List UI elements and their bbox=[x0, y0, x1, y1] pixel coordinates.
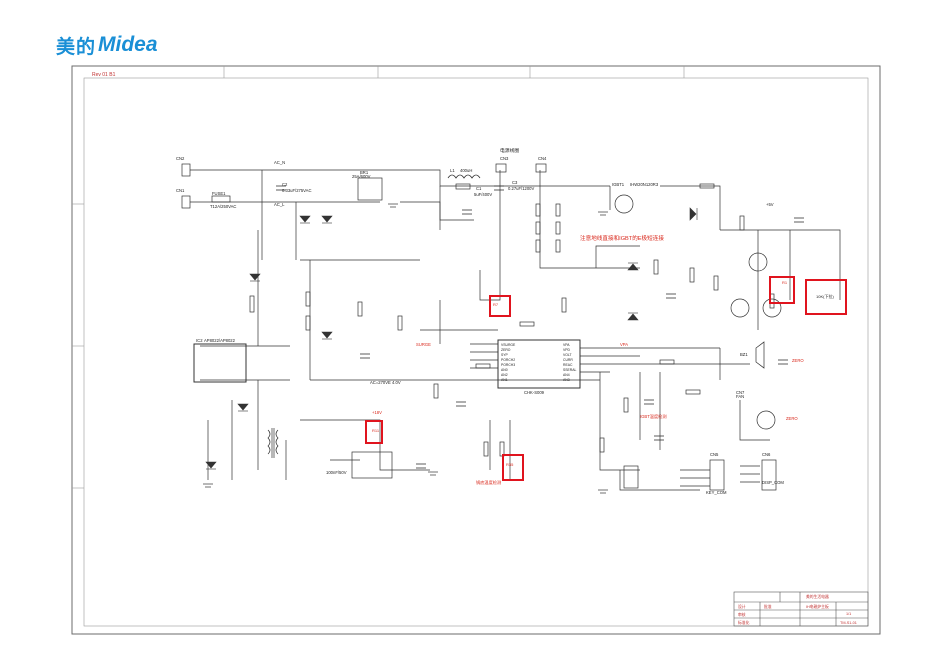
label-cn1: CN1 bbox=[176, 188, 185, 193]
connectors bbox=[181, 163, 547, 209]
label-l1: L1 bbox=[450, 168, 455, 173]
label-c-bottom: 100nF/50V bbox=[326, 470, 347, 475]
ic-pin-label: PORCH3 bbox=[501, 363, 515, 367]
title-drawing: IH电磁炉主板 bbox=[806, 604, 829, 609]
label-fuse-value: T12A/250VAC bbox=[210, 204, 236, 209]
label-cn4: CN4 bbox=[538, 156, 547, 161]
transformer bbox=[267, 428, 279, 458]
ic-pin-label: AN4 bbox=[563, 373, 570, 377]
highlight-r11 bbox=[365, 420, 383, 444]
highlight-r11-label: R11 bbox=[372, 428, 380, 433]
highlight-r1 bbox=[769, 276, 795, 304]
ic-pin-label: PORCH2 bbox=[501, 358, 515, 362]
label-l1-value: 400uH bbox=[460, 168, 472, 173]
brand-name-en: Midea bbox=[98, 33, 158, 56]
label-c3: C3 bbox=[512, 180, 518, 185]
label-br1: BR1 bbox=[360, 170, 369, 175]
title-company: 美的生活电器 bbox=[806, 594, 829, 599]
label-ic-name: CHK-S009 bbox=[524, 390, 545, 395]
title-block bbox=[733, 591, 869, 627]
label-zero: ZERO bbox=[786, 416, 798, 421]
zone-ticks bbox=[72, 66, 685, 489]
label-v5: +5V bbox=[766, 202, 774, 207]
label-vpa: VPA bbox=[620, 342, 628, 347]
label-fuse: FUSE1 bbox=[212, 191, 226, 196]
label-c1-value: 5uF/400V bbox=[474, 192, 492, 197]
label-ac-l: AC_L bbox=[274, 202, 285, 207]
title-sheet: 1/1 bbox=[846, 612, 851, 616]
highlight-r35 bbox=[502, 454, 524, 481]
header-tag: Rev 01 B1 bbox=[92, 72, 116, 78]
ic-pin-label: AN3 bbox=[563, 378, 570, 382]
label-key-com: KEY_COM bbox=[706, 490, 727, 495]
label-cn5: CN5 bbox=[710, 452, 719, 457]
label-fan: FAN bbox=[736, 394, 744, 399]
label-igbt: IGBT1 bbox=[612, 182, 625, 187]
drawing-border bbox=[71, 65, 881, 635]
ic-pin-label: SSERAL bbox=[563, 368, 576, 372]
highlight-r1-label: R1 bbox=[782, 280, 788, 285]
label-trap-note: IGBT温度检测 bbox=[640, 413, 667, 420]
highlight-r35-label: R35 bbox=[506, 462, 514, 467]
midea-logo: 美的 Midea bbox=[56, 30, 158, 60]
capacitors bbox=[276, 185, 804, 469]
label-br1-value: 25A/600V bbox=[352, 174, 371, 179]
highlight-r-q2-label: 10K(下拉) bbox=[816, 293, 834, 299]
ic-pins: VSURGE ZERO SYP PORCH2 PORCH3 AN0 AN2 AN… bbox=[501, 343, 576, 382]
buzzer-symbol bbox=[755, 341, 765, 369]
label-cn6: CN6 bbox=[762, 452, 771, 457]
components bbox=[193, 177, 777, 491]
label-cn3: CN3 bbox=[500, 156, 509, 161]
label-igbt-value: IHW20N120R3 bbox=[630, 182, 659, 187]
label-c2-value: 0.33uF/275VAC bbox=[282, 188, 312, 193]
highlight-r-q2 bbox=[805, 279, 847, 315]
label-ic2-name: AP8022/AP8022 bbox=[204, 338, 236, 343]
transistors bbox=[614, 194, 782, 430]
ic-pin-label: AN1 bbox=[501, 378, 508, 382]
diodes bbox=[205, 207, 698, 470]
ic-pin-label: AN0 bbox=[501, 368, 508, 372]
label-vr: AC=270VE 4.0V bbox=[370, 380, 401, 385]
inductor-l1 bbox=[447, 174, 481, 179]
label-cn2: CN2 bbox=[176, 156, 185, 161]
ground-symbols bbox=[203, 203, 608, 494]
label-c2: C2 bbox=[282, 182, 288, 187]
label-v18: +18V bbox=[372, 410, 382, 415]
ic-pin-label: VOLT bbox=[563, 353, 572, 357]
drawing-inner-border bbox=[83, 77, 869, 627]
ic-pin-label: VSURGE bbox=[501, 343, 516, 347]
label-cn7: CN7 bbox=[736, 390, 745, 395]
label-buzzer: BZ1 bbox=[740, 352, 748, 357]
ic-pin-label: CURR bbox=[563, 358, 573, 362]
label-surge: SURGE bbox=[416, 342, 431, 347]
title-model: TM-S1-01 bbox=[840, 621, 857, 625]
ic-pin-label: VPA bbox=[563, 343, 570, 347]
wiring bbox=[190, 169, 841, 491]
highlight-r7-label: R7 bbox=[493, 302, 499, 307]
label-disp-com: DISP_COM bbox=[762, 480, 784, 485]
section-label: 电源线圈 bbox=[500, 147, 519, 154]
label-c1: C1 bbox=[476, 186, 482, 191]
highlight-boxes bbox=[365, 276, 847, 481]
ic-pin-label: VPD bbox=[563, 348, 571, 352]
annotation-note: 注意地线直接和IGBT的E极短连接 bbox=[580, 234, 664, 242]
brand-name-cn: 美的 bbox=[56, 35, 97, 58]
title-row-3: 标准化 bbox=[738, 620, 750, 625]
title-row-2: 审核 bbox=[738, 612, 746, 617]
ic-pin-label: REAC bbox=[563, 363, 573, 367]
label-ic2: IC2 bbox=[196, 338, 203, 343]
title-row-1: 设计 bbox=[738, 604, 746, 609]
label-zero-2: ZERO bbox=[792, 358, 804, 363]
ic-pin-label: SYP bbox=[501, 353, 509, 357]
label-c3-value: 0.27uF/1200V bbox=[508, 186, 535, 191]
label-ac-n: AC_N bbox=[274, 160, 285, 165]
highlight-r7 bbox=[489, 295, 511, 317]
ic-pin-label: ZERO bbox=[501, 348, 511, 352]
ic-pin-label: AN2 bbox=[501, 373, 508, 377]
label-thermistor-note: 锅底温度检测 bbox=[476, 479, 501, 486]
title-row-4: 批准 bbox=[764, 604, 772, 609]
